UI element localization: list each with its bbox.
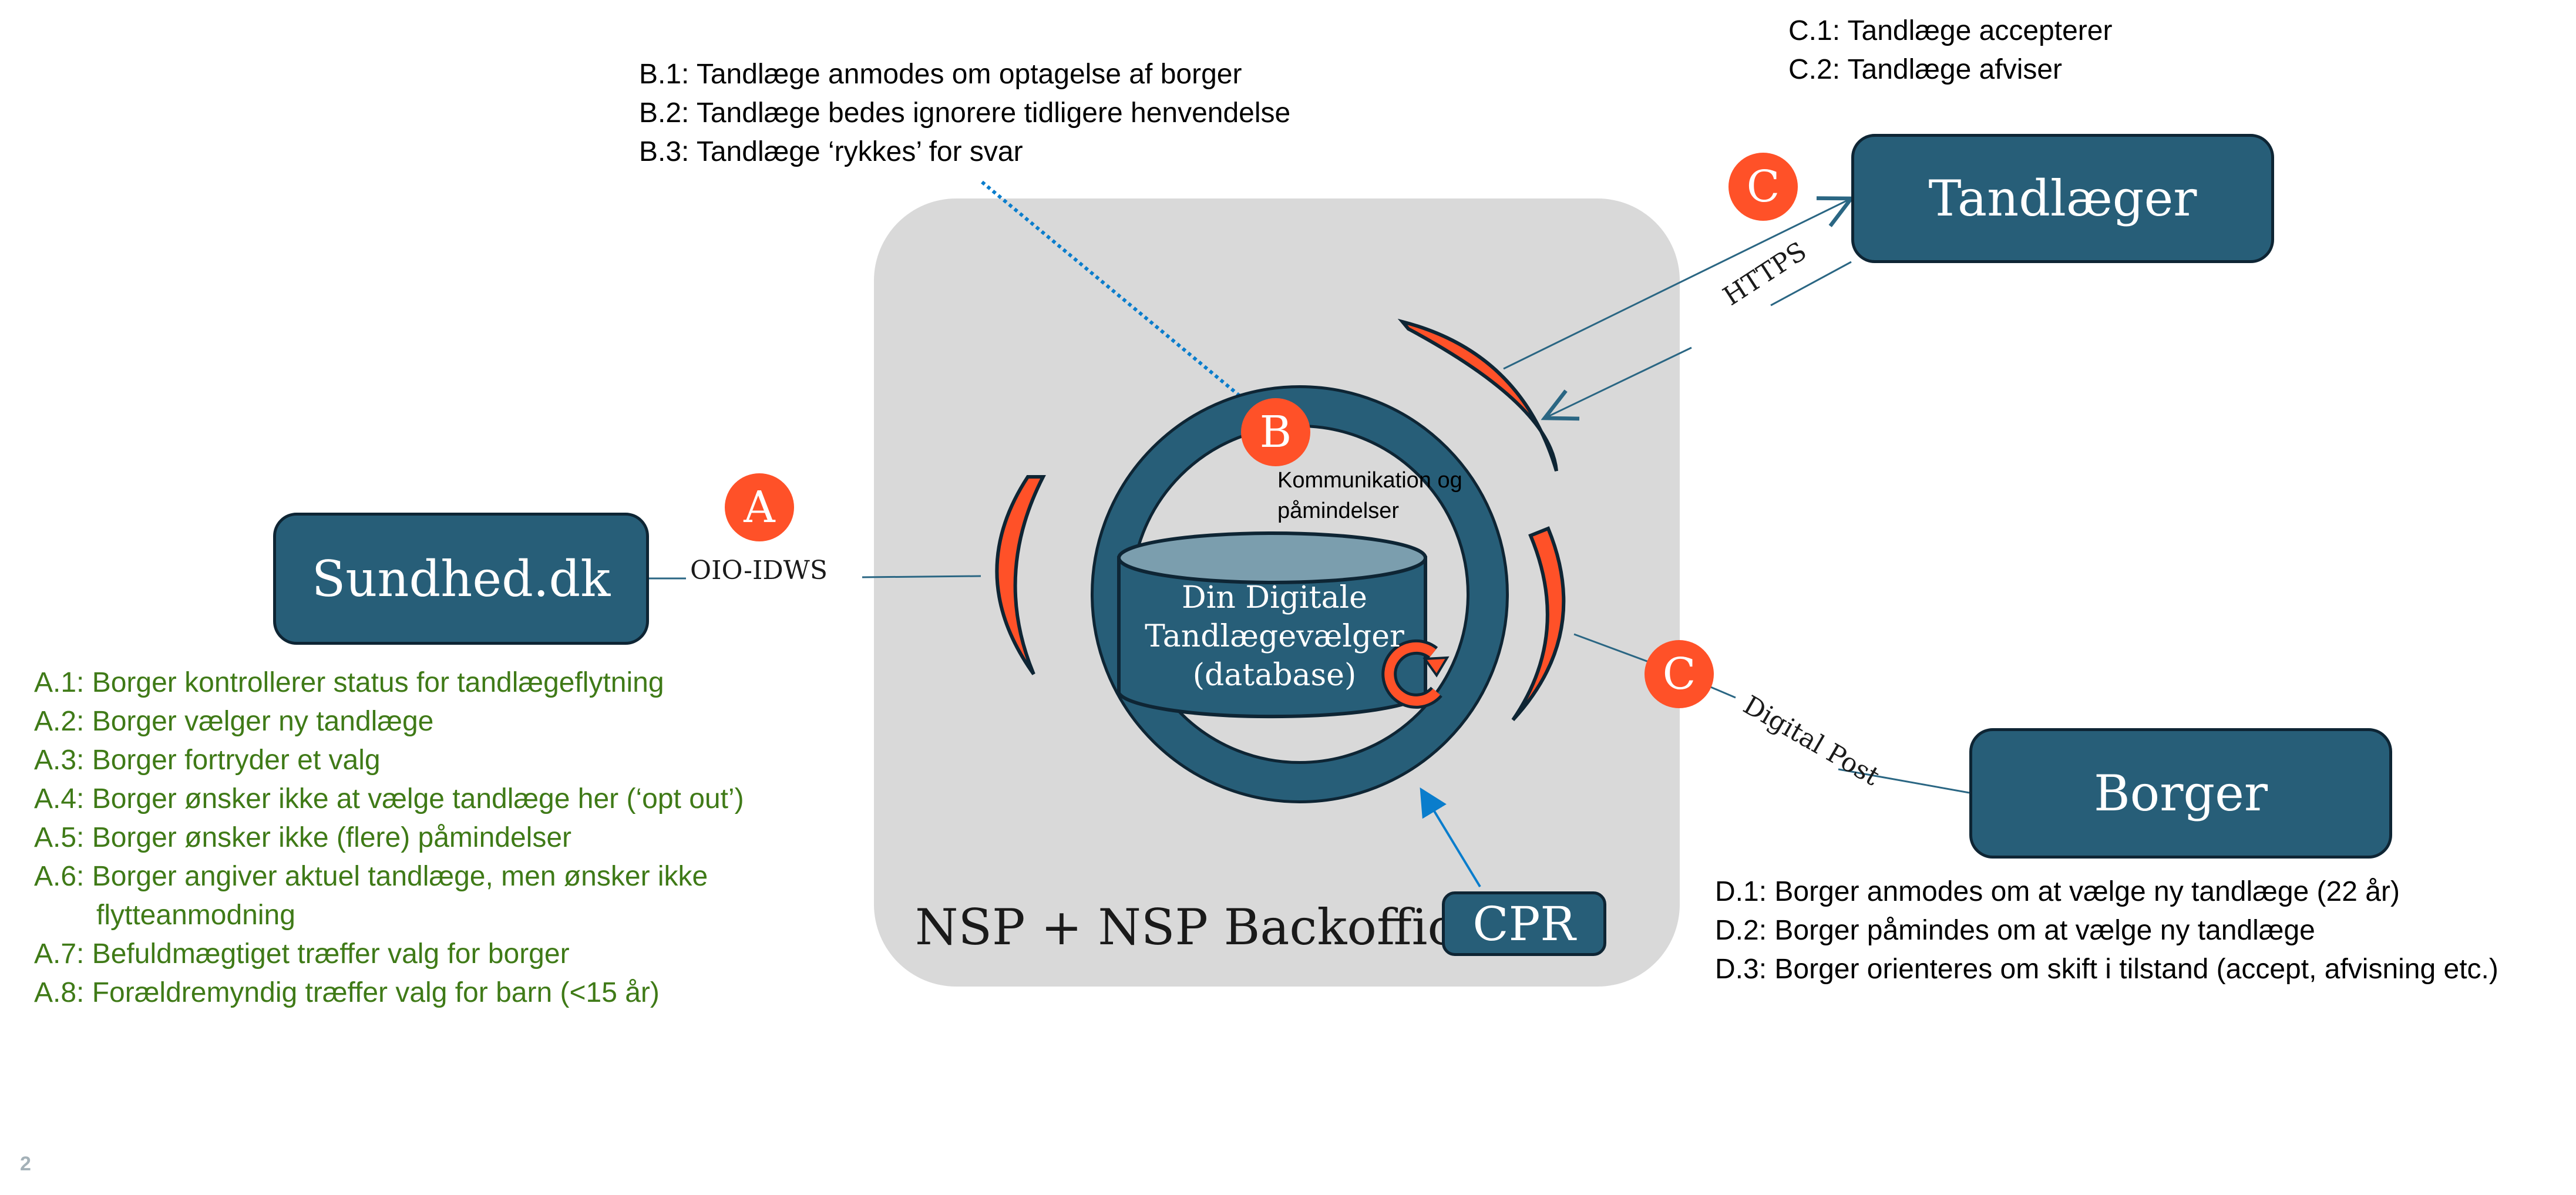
orange-arc-right <box>1511 526 1566 722</box>
badge-a: A <box>725 473 794 541</box>
list-a-item: A.5: Borger ønsker ikke (flere) påmindel… <box>34 822 571 853</box>
list-d-item: D.3: Borger orienteres om skift i tilsta… <box>1715 954 2498 985</box>
list-a-item: A.2: Borger vælger ny tandlæge <box>34 706 434 737</box>
connector-tandlaeger-in-2 <box>1545 346 1692 418</box>
page-number: 2 <box>20 1153 31 1175</box>
list-c-tandlaeger-responses: C.1: Tandlæge accepterer C.2: Tandlæge a… <box>1788 12 2112 89</box>
connector-borger-2 <box>1707 685 1736 699</box>
orange-arc-top-right <box>1397 318 1558 472</box>
list-a-item: A.4: Borger ønsker ikke at vælge tandlæg… <box>34 783 744 814</box>
connection-label-oio-idws: OIO-IDWS <box>690 556 828 585</box>
badge-c-borger: C <box>1645 640 1714 708</box>
list-d-item: D.1: Borger anmodes om at vælge ny tandl… <box>1715 876 2400 907</box>
list-d-item: D.2: Borger påmindes om at vælge ny tand… <box>1715 915 2315 946</box>
node-tandlaeger: Tandlæger <box>1851 134 2274 263</box>
list-a-item: A.8: Forældremyndig træffer valg for bar… <box>34 977 660 1008</box>
list-a-item-continuation: flytteanmodning <box>96 900 295 931</box>
database-label-line-1: Din Digitale <box>1182 580 1367 615</box>
list-b-item: B.2: Tandlæge bedes ignorere tidligere h… <box>639 97 1291 129</box>
connector-sundhed-right <box>862 575 981 578</box>
list-b-item: B.3: Tandlæge ‘rykkes’ for svar <box>639 136 1023 167</box>
list-c-item: C.2: Tandlæge afviser <box>1788 54 2063 85</box>
list-b-item: B.1: Tandlæge anmodes om optagelse af bo… <box>639 59 1242 90</box>
orange-arc-left <box>995 475 1046 675</box>
list-c-item: C.1: Tandlæge accepterer <box>1788 15 2113 46</box>
badge-c-tandlaeger: C <box>1728 153 1798 221</box>
node-cpr: CPR <box>1442 891 1606 956</box>
database-label-line-2: Tandlægevælger <box>1145 619 1404 654</box>
list-a-item: A.3: Borger fortryder et valg <box>34 745 381 776</box>
list-d-borger-notifications: D.1: Borger anmodes om at vælge ny tandl… <box>1715 873 2498 989</box>
database-label-line-3: (database) <box>1192 658 1357 693</box>
list-a-sundhed-actions: A.1: Borger kontrollerer status for tand… <box>34 664 744 1012</box>
badge-b: B <box>1241 398 1310 466</box>
connector-b-dotted <box>981 180 1252 407</box>
node-borger: Borger <box>1969 728 2392 859</box>
list-a-item: A.1: Borger kontrollerer status for tand… <box>34 667 664 698</box>
communication-label: Kommunikation og påmindelser <box>1277 465 1462 526</box>
connector-borger-1 <box>1573 633 1654 665</box>
connector-tandlaeger-in-1 <box>1770 261 1852 307</box>
database-label: Din Digitale Tandlægevælger (database) <box>1122 578 1427 695</box>
connector-borger-3 <box>1838 768 1970 794</box>
list-a-item: A.6: Borger angiver aktuel tandlæge, men… <box>34 861 708 892</box>
communication-label-line-1: Kommunikation og <box>1277 468 1462 493</box>
refresh-icon <box>1381 639 1450 709</box>
connector-cpr-arrow <box>1420 787 1481 888</box>
node-sundhed-dk: Sundhed.dk <box>273 513 649 645</box>
list-b-communication: B.1: Tandlæge anmodes om optagelse af bo… <box>639 55 1290 171</box>
list-a-item: A.7: Befuldmægtiget træffer valg for bor… <box>34 938 570 970</box>
communication-label-line-2: påmindelser <box>1277 499 1399 523</box>
connector-tandlaeger-out <box>1503 198 1851 370</box>
nsp-container-label: NSP + NSP Backoffice <box>915 898 1485 956</box>
